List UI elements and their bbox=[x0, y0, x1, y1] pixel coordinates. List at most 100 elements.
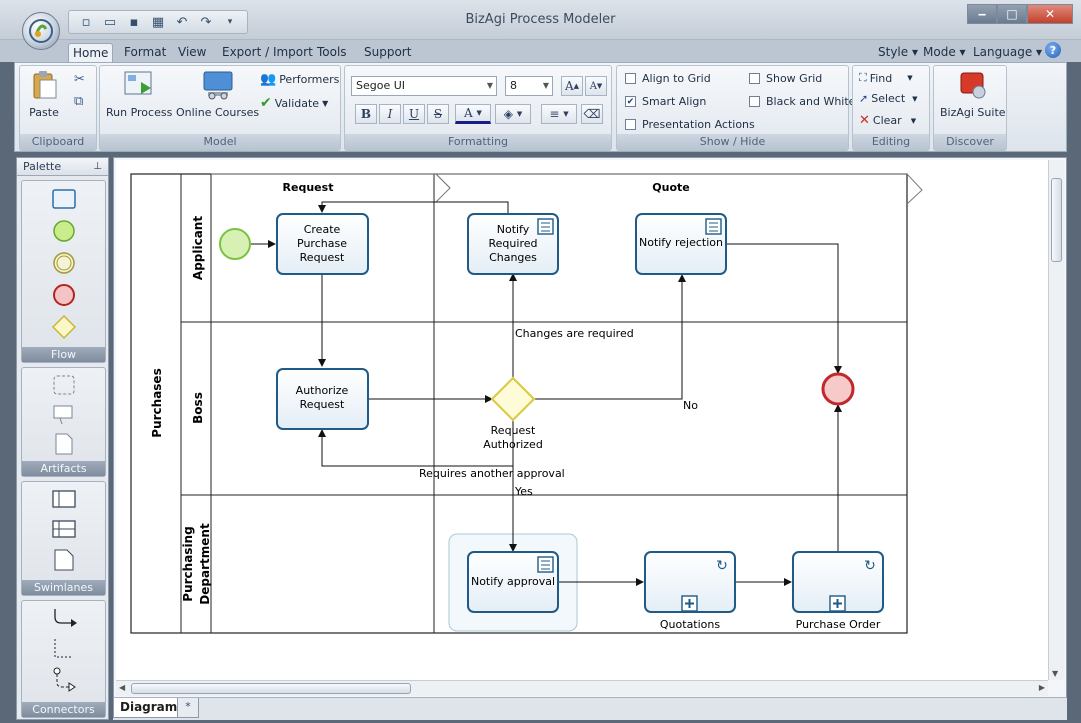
task-notify-required-changes[interactable]: Notify Required Changes bbox=[467, 213, 559, 275]
bizagi-suite-button[interactable]: BizAgi Suite bbox=[940, 70, 1006, 119]
diagram-canvas[interactable]: Request Quote Purchases Applicant Boss P… bbox=[116, 160, 1048, 680]
scroll-down-icon[interactable]: ▼ bbox=[1052, 669, 1059, 678]
task-shape-tool[interactable] bbox=[51, 189, 76, 212]
find-button[interactable]: ⛶Find▼ bbox=[859, 71, 913, 85]
app-menu-button[interactable] bbox=[22, 12, 60, 50]
gateway-tool[interactable] bbox=[51, 314, 77, 343]
horizontal-scrollbar[interactable]: ◀ ▶ bbox=[116, 680, 1048, 696]
clipboard-group-label: Clipboard bbox=[20, 134, 96, 150]
font-size-select[interactable]: 8▼ bbox=[505, 76, 553, 96]
fill-color-button[interactable]: ◈ ▼ bbox=[495, 104, 531, 124]
show-hide-group: Align to Grid ✔Smart Align Presentation … bbox=[616, 65, 855, 151]
intermediate-event-tool[interactable] bbox=[52, 251, 76, 278]
task-label: Notify bbox=[497, 223, 530, 236]
ribbon: Paste ✂ ⧉ Clipboard Run Process Online C… bbox=[14, 62, 1067, 152]
start-event-tool[interactable] bbox=[52, 219, 76, 246]
font-size-value: 8 bbox=[510, 79, 517, 92]
select-button[interactable]: ➚Select▼ bbox=[859, 92, 918, 105]
align-text-button[interactable]: ≡ ▼ bbox=[541, 104, 577, 124]
presentation-actions-checkbox[interactable]: Presentation Actions bbox=[625, 118, 755, 131]
end-event[interactable] bbox=[821, 372, 855, 406]
subprocess-quotations[interactable]: ↻ Quotations bbox=[644, 551, 736, 631]
mode-menu[interactable]: Mode ▾ bbox=[923, 45, 966, 59]
underline-button[interactable]: U bbox=[403, 104, 425, 124]
pool-tool[interactable] bbox=[51, 490, 76, 511]
language-menu[interactable]: Language ▾ bbox=[973, 45, 1043, 59]
chevron-down-icon: ▼ bbox=[910, 116, 917, 125]
performers-button[interactable]: 👥 Performers bbox=[260, 72, 339, 87]
copy-button[interactable]: ⧉ bbox=[74, 94, 83, 109]
tab-home[interactable]: Home bbox=[68, 43, 114, 62]
smart-align-check: ✔ bbox=[625, 96, 636, 107]
help-icon[interactable]: ? bbox=[1045, 42, 1061, 58]
annotation-tool[interactable] bbox=[52, 404, 76, 429]
document-tab-bar: Diagram 1 * bbox=[113, 697, 1067, 720]
save-icon[interactable]: ▪ bbox=[129, 14, 139, 30]
add-diagram-tab[interactable]: * bbox=[177, 698, 199, 718]
open-icon[interactable]: ▭ bbox=[103, 14, 117, 30]
task-notify-approval[interactable]: Notify approval bbox=[467, 551, 559, 613]
minimize-button[interactable]: ‒ bbox=[967, 4, 997, 24]
publish-icon[interactable]: ▦ bbox=[151, 14, 165, 30]
scroll-right-icon[interactable]: ▶ bbox=[1038, 683, 1045, 692]
align-to-grid-checkbox[interactable]: Align to Grid bbox=[625, 72, 711, 85]
show-grid-checkbox[interactable]: Show Grid bbox=[749, 72, 822, 85]
message-flow-tool[interactable] bbox=[51, 667, 77, 696]
tab-support[interactable]: Support bbox=[364, 45, 412, 59]
sequence-flow-tool[interactable] bbox=[51, 607, 77, 634]
online-courses-label: Online Courses bbox=[176, 106, 260, 119]
grow-font-button[interactable]: A▲ bbox=[561, 76, 583, 96]
smart-align-checkbox[interactable]: ✔Smart Align bbox=[625, 95, 706, 108]
flow-label-changes-required: Changes are required bbox=[515, 327, 634, 340]
tab-format[interactable]: Format bbox=[124, 45, 167, 59]
task-label: Authorize bbox=[296, 384, 349, 397]
subprocess-purchase-order[interactable]: ↻ Purchase Order bbox=[792, 551, 884, 631]
validate-button[interactable]: ✔ Validate ▼ bbox=[260, 95, 328, 111]
task-authorize-request[interactable]: Authorize Request bbox=[276, 368, 369, 430]
font-color-button[interactable]: A ▼ bbox=[455, 104, 491, 124]
performers-label: Performers bbox=[279, 73, 340, 86]
gateway-label: Authorized bbox=[483, 438, 543, 451]
italic-button[interactable]: I bbox=[379, 104, 401, 124]
end-event-tool[interactable] bbox=[52, 283, 76, 310]
task-notify-rejection[interactable]: Notify rejection bbox=[635, 213, 727, 275]
phase-quote-header[interactable] bbox=[434, 173, 923, 205]
lane-tool[interactable] bbox=[51, 520, 76, 541]
tab-export-import[interactable]: Export / Import bbox=[222, 45, 313, 59]
run-process-button[interactable]: Run Process bbox=[106, 70, 172, 119]
clipboard-group: Paste ✂ ⧉ Clipboard bbox=[19, 65, 97, 151]
task-create-purchase-request[interactable]: Create Purchase Request bbox=[276, 213, 369, 275]
maximize-button[interactable]: □ bbox=[997, 4, 1027, 24]
vertical-scrollbar[interactable]: ▼ bbox=[1048, 160, 1064, 680]
font-family-select[interactable]: Segoe UI▼ bbox=[351, 76, 497, 96]
clear-button[interactable]: ✕Clear▼ bbox=[859, 113, 916, 128]
online-courses-button[interactable]: Online Courses bbox=[176, 70, 259, 119]
new-icon[interactable]: ▫ bbox=[81, 14, 91, 30]
customize-icon[interactable]: ▾ bbox=[227, 17, 233, 27]
performers-icon: 👥 bbox=[260, 72, 277, 87]
cut-button[interactable]: ✂ bbox=[74, 72, 85, 87]
black-and-white-checkbox[interactable]: Black and White bbox=[749, 95, 855, 108]
paste-button[interactable]: Paste bbox=[28, 70, 60, 119]
phase-tool[interactable] bbox=[53, 548, 75, 575]
close-button[interactable]: ✕ bbox=[1027, 4, 1073, 24]
scroll-left-icon[interactable]: ◀ bbox=[119, 683, 126, 692]
horizontal-scroll-thumb[interactable] bbox=[131, 683, 411, 694]
tab-view[interactable]: View bbox=[178, 45, 207, 59]
association-tool[interactable] bbox=[51, 637, 77, 664]
pin-icon[interactable]: ⊥ bbox=[93, 161, 102, 172]
undo-icon[interactable]: ↶ bbox=[176, 14, 188, 30]
start-event[interactable] bbox=[219, 228, 251, 260]
bizagi-suite-icon bbox=[957, 70, 989, 100]
style-menu[interactable]: Style ▾ bbox=[878, 45, 918, 59]
data-object-tool[interactable] bbox=[54, 432, 74, 459]
vertical-scroll-thumb[interactable] bbox=[1051, 178, 1062, 262]
clear-format-button[interactable]: ⌫ bbox=[581, 104, 603, 124]
shrink-font-button[interactable]: A▼ bbox=[585, 76, 607, 96]
bold-button[interactable]: B bbox=[355, 104, 377, 124]
group-artifact-tool[interactable] bbox=[52, 374, 76, 399]
redo-icon[interactable]: ↷ bbox=[200, 14, 212, 30]
tab-tools[interactable]: Tools bbox=[317, 45, 347, 59]
gateway-request-authorized[interactable]: Request Authorized bbox=[483, 376, 543, 451]
strikethrough-button[interactable]: S bbox=[427, 104, 449, 124]
